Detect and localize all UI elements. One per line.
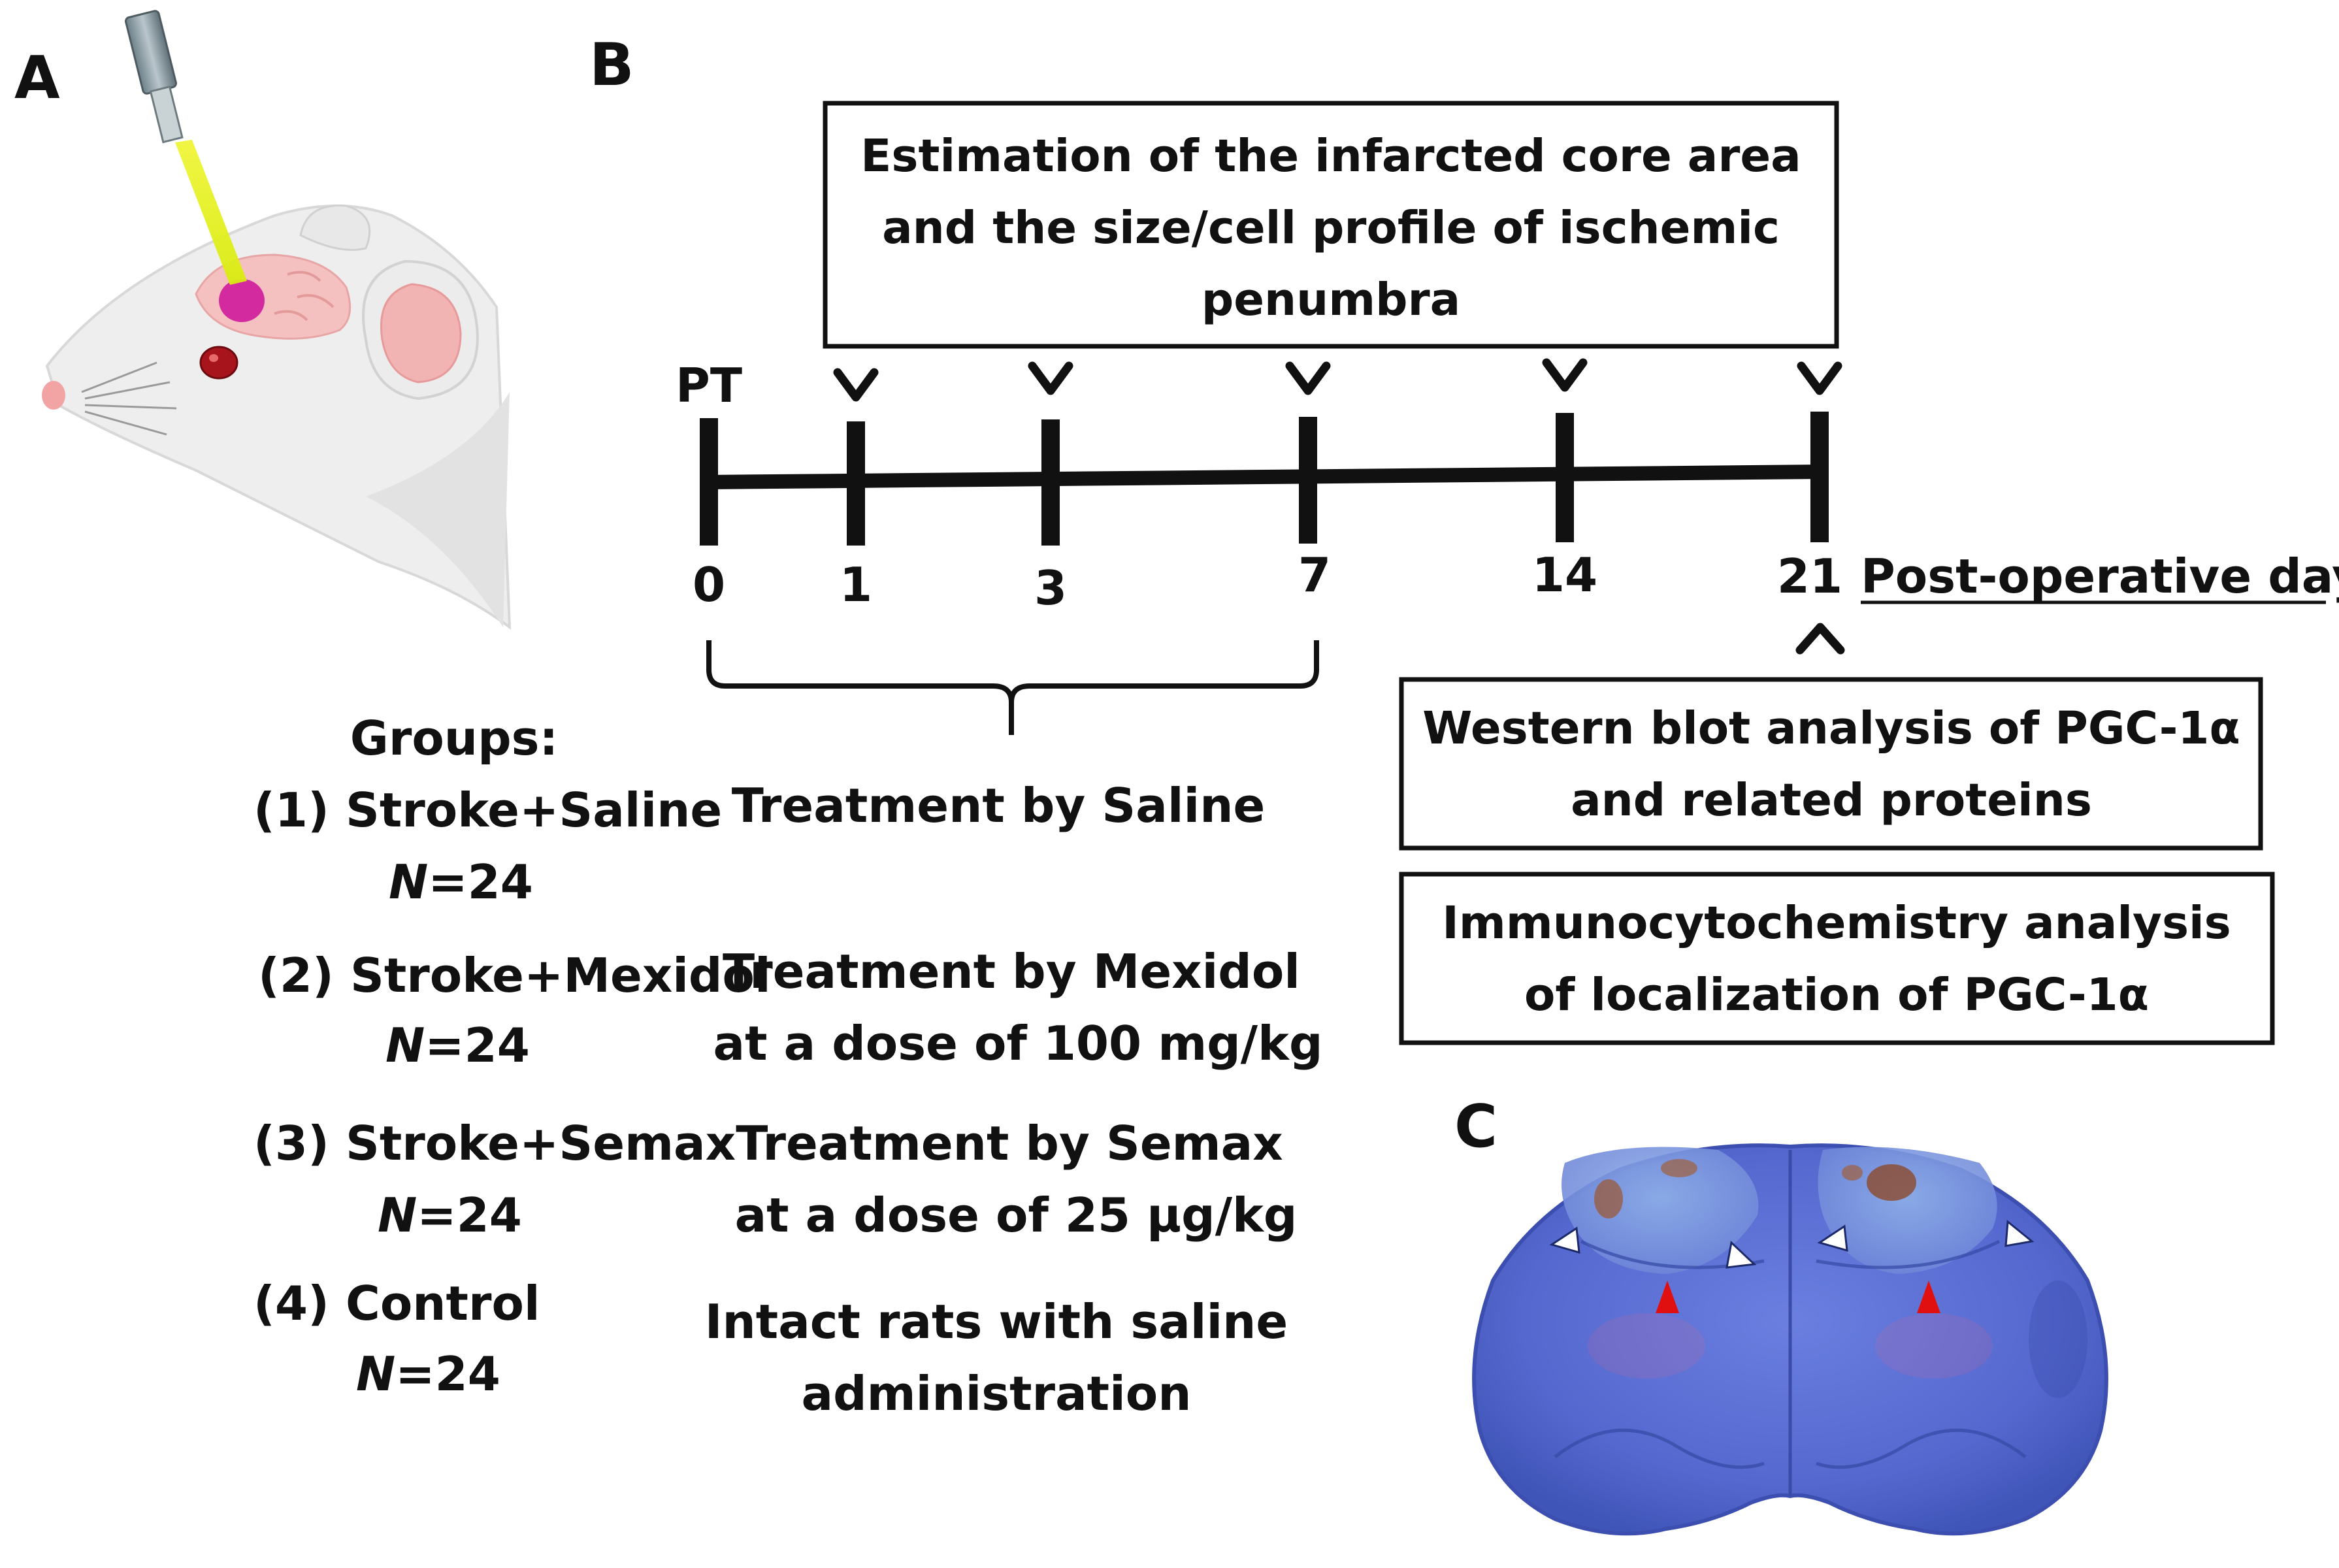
timeline-axis	[706, 465, 1822, 489]
brown-patch	[1842, 1165, 1863, 1181]
lesion-left	[1562, 1147, 1759, 1274]
rat-body-shade	[366, 392, 510, 627]
group-name: (3) Stroke+Semax	[254, 1116, 736, 1171]
red-arrowhead-icon	[1917, 1281, 1940, 1313]
rat-nose	[42, 381, 65, 410]
panel-label-c: C	[1454, 1092, 1497, 1161]
western-blot-box: Western blot analysis of PGC-1α and rela…	[1399, 677, 2263, 851]
rat-ear-inner	[380, 283, 462, 384]
timeline-day-label: 14	[1532, 547, 1597, 602]
down-arrow-icon	[1285, 361, 1331, 395]
group-treatment-line: at a dose of 25 µg/kg	[735, 1188, 1298, 1243]
group-3: (3) Stroke+Semax N=24 Treatment by Semax…	[254, 1116, 1297, 1243]
western-box-line-1: Western blot analysis of PGC-1α	[1422, 702, 2240, 755]
laser-fiber-housing	[125, 10, 177, 95]
group-n: N=24	[378, 1188, 522, 1243]
group-name: (4) Control	[254, 1276, 540, 1331]
infarct-box-line-3: penumbra	[1202, 274, 1460, 326]
timeline-day-label: 1	[840, 557, 872, 612]
timeline-day-label: 7	[1298, 547, 1331, 602]
laser-beam	[175, 140, 247, 285]
rat-eye	[199, 346, 238, 380]
down-arrow-icon	[1028, 361, 1073, 395]
pink-area	[1875, 1313, 1993, 1379]
group-name: (1) Stroke+Saline	[254, 783, 722, 838]
brown-patch	[1594, 1179, 1623, 1218]
laser-fiber-tip	[149, 85, 184, 144]
infarct-box-line-2: and the size/cell profile of ischemic	[882, 202, 1780, 254]
brown-patch	[1867, 1164, 1916, 1201]
timeline-day-label: 0	[693, 557, 725, 612]
white-arrowhead-icon	[1726, 1241, 1757, 1269]
red-arrowhead-icon	[1656, 1281, 1679, 1313]
white-arrowhead-icon	[1817, 1224, 1848, 1252]
rat-brain-folds	[274, 270, 335, 321]
group-treatment-line: Treatment by Semax	[736, 1116, 1283, 1171]
brown-patch	[1661, 1159, 1697, 1177]
white-arrowhead-icon	[1549, 1226, 1580, 1254]
timeline-day-label: 3	[1034, 561, 1067, 615]
down-arrow-icon	[1797, 361, 1842, 395]
group-treatment-line: Intact rats with saline	[705, 1294, 1288, 1349]
group-name: (2) Stroke+Mexidol	[258, 948, 771, 1003]
rat-eye-highlight	[209, 354, 218, 362]
group-treatment-line: Treatment by Saline	[732, 778, 1266, 833]
infarct-box-line-1: Estimation of the infarcted core area	[860, 130, 1801, 182]
group-n: N=24	[356, 1347, 500, 1401]
immuno-box-line-1: Immunocytochemistry analysis	[1442, 897, 2231, 949]
brain-section-micrograph	[1472, 1143, 2108, 1536]
timeline-axis-title: Post-operative day	[1861, 549, 2339, 604]
lesion-spot	[219, 279, 265, 322]
panel-label-b: B	[589, 31, 634, 99]
group-4: (4) Control N=24 Intact rats with saline…	[254, 1276, 1288, 1421]
group-1: (1) Stroke+Saline N=24 Treatment by Sali…	[254, 778, 1265, 909]
group-treatment-line: Treatment by Mexidol	[723, 944, 1300, 999]
group-treatment-line: at a dose of 100 mg/kg	[713, 1016, 1323, 1071]
groups-heading: Groups:	[350, 711, 559, 766]
treatment-bracket	[706, 640, 1319, 735]
white-arrowhead-icon	[2004, 1220, 2035, 1247]
panel-label-a: A	[14, 44, 60, 112]
rat-illustration	[42, 10, 512, 630]
group-treatment-line: administration	[802, 1366, 1192, 1421]
down-arrow-icon	[833, 368, 879, 402]
lesion-right	[1818, 1147, 1997, 1274]
brain-structure-curves	[1554, 1239, 2027, 1469]
pink-area	[2029, 1281, 2087, 1398]
pink-area	[1588, 1313, 1705, 1379]
timeline-start-label: PT	[676, 358, 742, 413]
up-arrow-icon	[1795, 623, 1845, 655]
group-n: N=24	[389, 855, 533, 909]
immunocytochemistry-box: Immunocytochemistry analysis of localiza…	[1399, 872, 2275, 1045]
immuno-box-line-2: of localization of PGC-1α	[1524, 969, 2149, 1021]
timeline-day-label: 21	[1777, 549, 1842, 604]
group-2: (2) Stroke+Mexidol N=24 Treatment by Mex…	[258, 944, 1322, 1073]
down-arrow-icon	[1542, 358, 1588, 392]
infarct-estimation-box: Estimation of the infarcted core area an…	[823, 101, 1839, 349]
timeline: PT 0 1 3 7 14 21 Post-operative day	[676, 358, 2339, 655]
rat-ear-back	[299, 204, 371, 251]
group-n: N=24	[385, 1018, 530, 1073]
western-box-line-2: and related proteins	[1571, 774, 2092, 826]
rat-whiskers	[81, 361, 177, 436]
